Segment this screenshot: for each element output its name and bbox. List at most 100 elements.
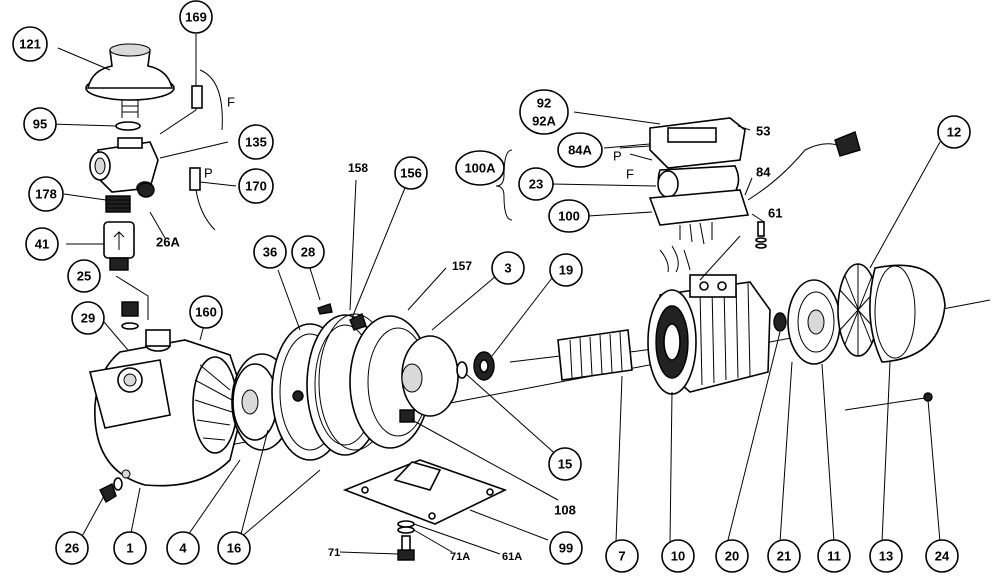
bolt-71 [397,520,415,561]
callout-29: 29 [71,301,105,335]
callout-12: 12 [937,115,971,149]
ring-15 [456,361,468,379]
callout-95: 95 [23,107,57,141]
washer-95 [115,121,141,131]
screw-61 [755,221,767,249]
svg-text:10: 10 [671,549,685,564]
callout-99: 99 [549,531,583,565]
svg-text:19: 19 [559,263,573,278]
svg-text:15: 15 [558,457,572,472]
svg-text:170: 170 [245,179,267,194]
callout-169: 169 [179,0,213,34]
svg-text:160: 160 [195,305,217,320]
svg-text:92A: 92A [532,114,556,129]
lead-wires [659,245,691,273]
svg-text:135: 135 [245,135,267,150]
svg-text:20: 20 [725,549,739,564]
callout-11: 11 [817,539,851,573]
label-84: 84 [756,165,771,180]
check-valve-41 [103,221,135,271]
svg-text:178: 178 [35,187,57,202]
label-53: 53 [756,124,770,139]
callout-4: 4 [166,531,200,565]
box-to-motor-guide [699,235,741,281]
bearing-19 [473,351,495,381]
svg-text:100A: 100A [464,161,496,176]
callout-20: 20 [715,539,749,573]
svg-text:1: 1 [126,541,133,556]
svg-text:7: 7 [618,549,625,564]
callout-84a: 84A [557,132,603,168]
callout-157: 157 [452,259,472,273]
callout-26: 26 [55,531,89,565]
label-61a: 61A [502,551,522,563]
callout-158: 158 [348,161,368,175]
callout-21: 21 [767,539,801,573]
capacitor-box-assembly [619,117,861,245]
wire-probe-169 [159,34,223,135]
callout-16: 16 [217,531,251,565]
svg-text:84A: 84A [568,143,592,158]
screw-158 [317,303,333,315]
end-shield-11 [787,279,841,365]
svg-text:95: 95 [33,117,47,132]
svg-text:169: 169 [185,10,207,25]
callout-7: 7 [605,539,639,573]
leader-lines [49,47,941,555]
svg-text:4: 4 [179,541,187,556]
callout-156: 156 [394,156,428,190]
callout-160: 160 [189,295,223,329]
callout-13: 13 [869,539,903,573]
svg-text:121: 121 [19,37,41,52]
callout-41: 41 [25,227,59,261]
svg-text:28: 28 [301,245,315,260]
svg-text:156: 156 [400,166,422,181]
stator-housing-10 [647,274,771,395]
pressure-switch-cap [85,43,175,118]
drain-26 [99,477,123,503]
svg-text:157: 157 [452,259,472,273]
tie-rod-24 [844,392,933,411]
thread-adapter-178 [105,195,131,213]
fan-cover-13 [869,264,946,363]
callout-23: 23 [518,167,554,201]
svg-text:12: 12 [947,125,961,140]
callout-10: 10 [661,539,695,573]
svg-text:11: 11 [827,549,841,564]
wire-probe-170 [189,167,216,231]
callout-121: 121 [12,26,48,62]
label-f-box: F [626,167,634,182]
label-p-left: P [204,166,213,181]
svg-text:25: 25 [77,269,91,284]
svg-text:3: 3 [504,261,511,276]
plug-26a [137,182,155,198]
callout-15: 15 [548,447,582,481]
label-p-box: P [613,149,622,164]
svg-text:29: 29 [81,311,95,326]
svg-text:13: 13 [879,549,893,564]
svg-text:158: 158 [348,161,368,175]
svg-text:23: 23 [529,177,543,192]
callout-1: 1 [113,531,147,565]
svg-text:108: 108 [554,503,576,518]
callout-108: 108 [554,503,576,518]
callout-3: 3 [491,251,525,285]
bearing-20 [773,312,787,332]
svg-text:41: 41 [35,237,49,252]
motor-bracket [349,313,459,449]
svg-text:36: 36 [263,245,277,260]
label-26a: 26A [156,235,180,250]
callout-25: 25 [67,259,101,293]
callout-19: 19 [549,253,583,287]
callout-36: 36 [253,235,287,269]
drain-plug-25 [121,301,139,330]
label-61: 61 [768,206,782,221]
callout-178: 178 [28,176,64,212]
callout-92-92a: 92 92A [519,89,569,135]
rotor-7 [509,329,661,381]
leader-25 [115,275,149,320]
callout-24: 24 [925,539,959,573]
svg-text:16: 16 [227,541,241,556]
callout-135: 135 [238,124,274,160]
